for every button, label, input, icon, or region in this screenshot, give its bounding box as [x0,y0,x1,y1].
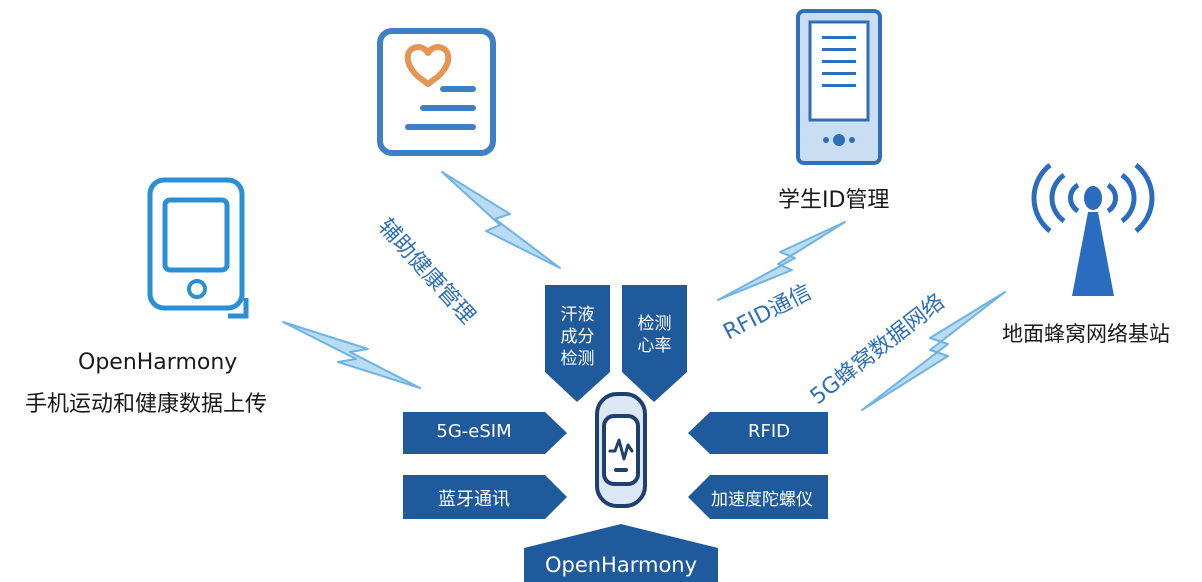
student-id-label: 学生ID管理 [778,188,890,213]
lightning-phone [282,321,421,389]
bluetooth-label: 蓝牙通讯 [438,489,510,510]
gyro-arrow [688,475,828,519]
smart-band-icon [595,392,647,508]
phone-desc-label: 手机运动和健康数据上传 [25,392,268,417]
esim-label: 5G-eSIM [436,421,512,442]
lightning-cellular [861,291,1006,411]
rfid-arrow [688,412,828,454]
heart-box-line2: 心率 [637,336,672,356]
sweat-detection-box [545,285,610,402]
health-record-icon [377,28,496,156]
sweat-box-line3: 检测 [560,349,595,369]
bluetooth-arrow [403,475,567,519]
base-station-label: 地面蜂窝网络基站 [1002,322,1170,346]
openharmony-base-box [524,524,718,582]
gyro-label: 加速度陀螺仪 [711,490,813,510]
esim-arrow [403,412,567,454]
id-device-icon [796,9,882,165]
heart-rate-box [622,285,687,402]
rfid-label: RFID [747,421,791,442]
openharmony-bottom-label: OpenHarmony [544,553,698,577]
phone-title-label: OpenHarmony [78,350,238,375]
lightning-rfid [717,221,846,301]
sweat-box-line1: 汗液 [560,305,595,325]
antenna-icon [1031,163,1155,296]
heart-box-line1: 检测 [637,314,672,334]
sweat-box-line2: 成分 [560,327,595,347]
lightning-health [441,171,561,269]
smartphone-icon [147,177,249,319]
